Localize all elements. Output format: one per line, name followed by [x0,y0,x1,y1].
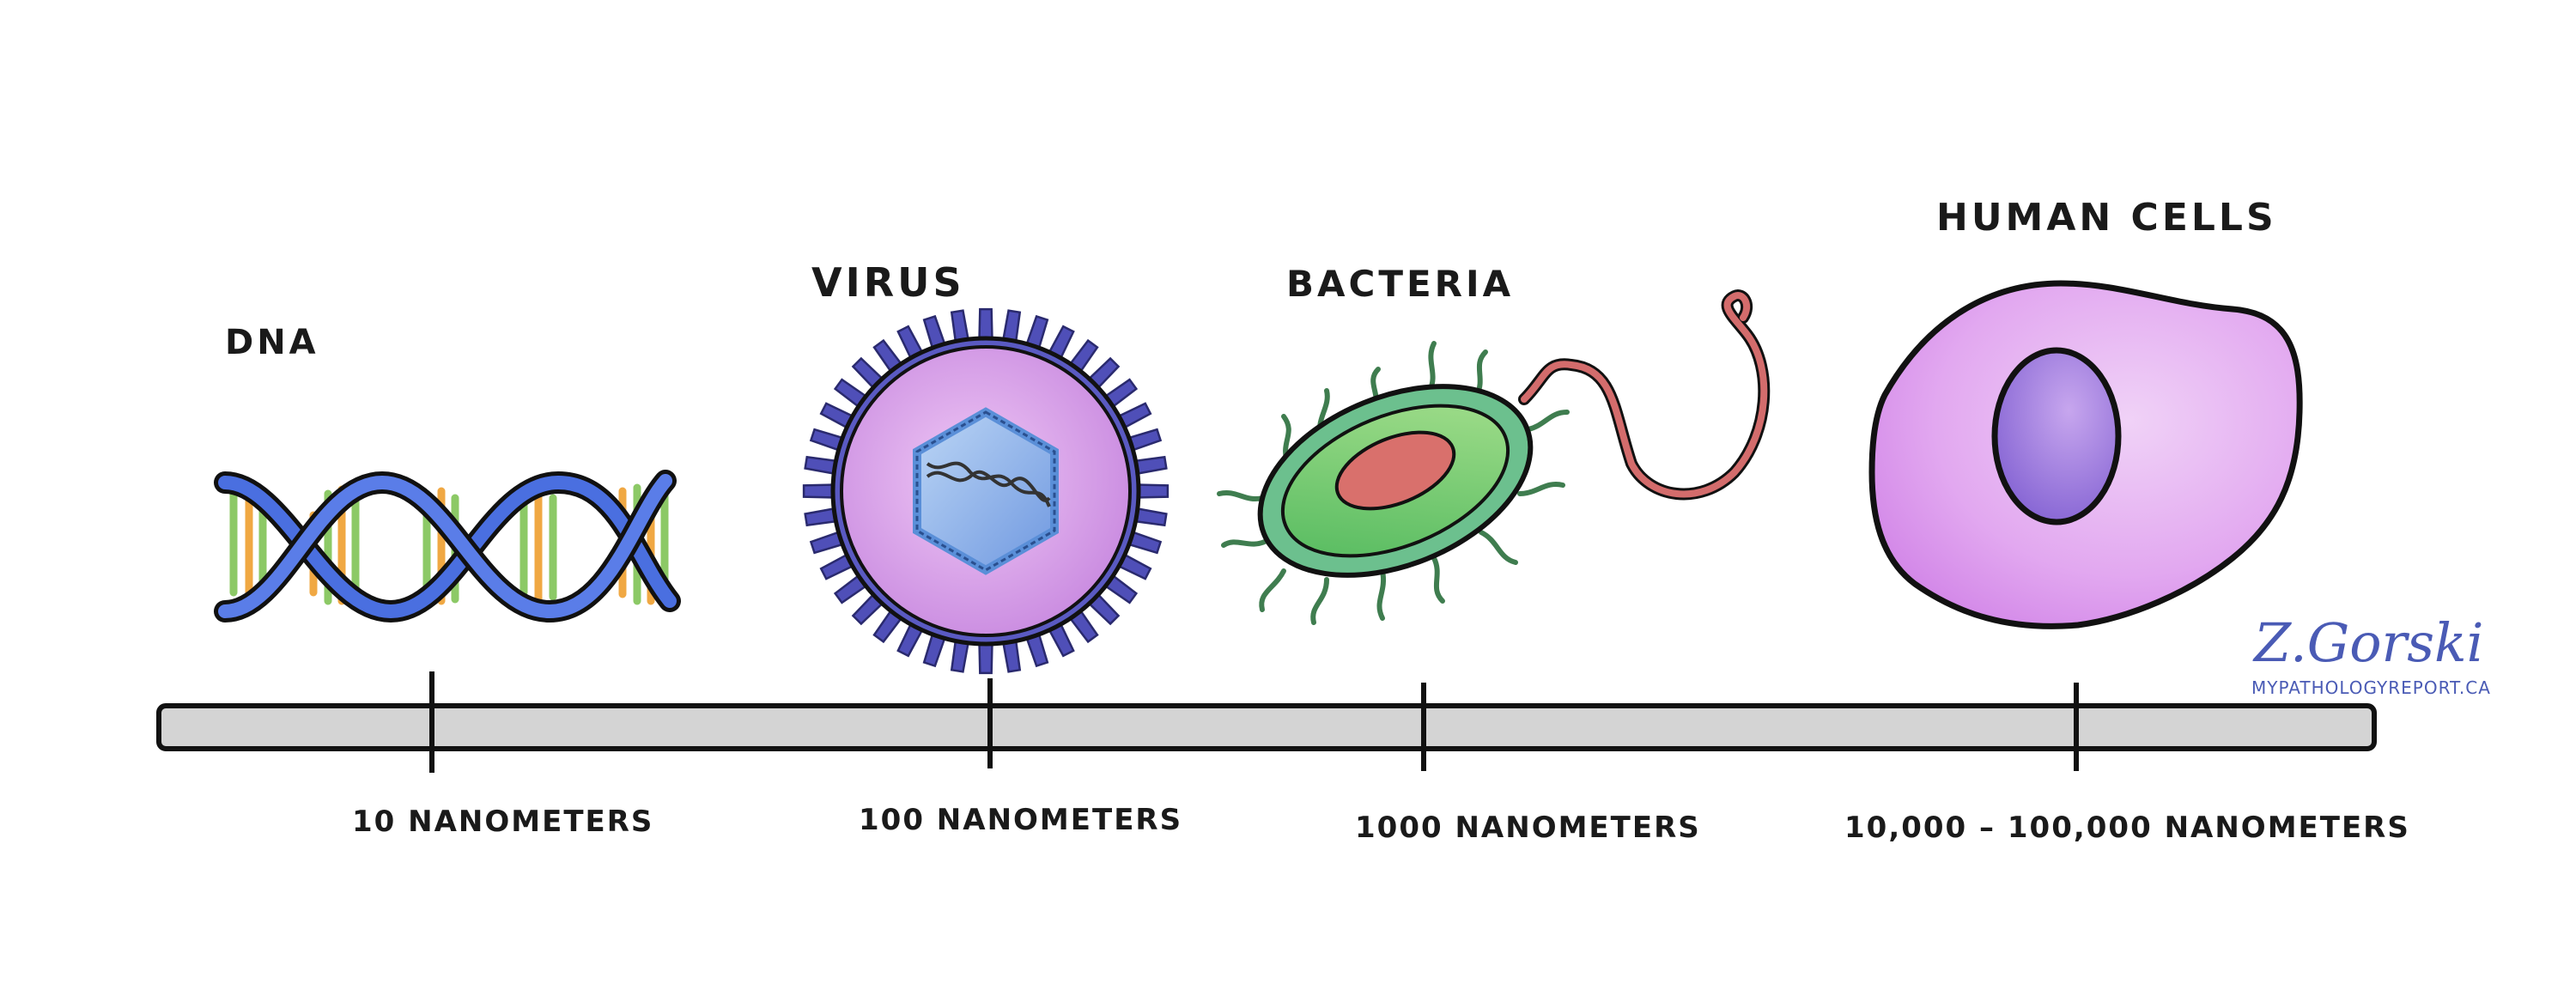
bacteria-icon [1217,289,1771,625]
scale-bar [156,671,2377,773]
signature-name: Z.Gorski [2252,611,2483,674]
virus-icon [802,307,1170,675]
label-human-cells: HUMAN CELLS [1936,196,2277,240]
size-label-dna: 10 NANOMETERS [352,805,653,839]
dna-helix-icon [214,470,681,623]
human-cell-icon [1868,280,2303,629]
signature-url: MYPATHOLOGYREPORT.CA [2251,677,2491,698]
size-label-virus: 100 NANOMETERS [859,803,1182,837]
label-virus: VIRUS [811,259,965,306]
label-bacteria: BACTERIA [1286,263,1514,305]
label-dna: DNA [225,323,319,362]
artist-signature: Z.Gorski MYPATHOLOGYREPORT.CA [2251,611,2491,698]
size-label-bacteria: 1000 NANOMETERS [1355,811,1701,845]
size-label-cells: 10,000 – 100,000 NANOMETERS [1844,811,2410,845]
